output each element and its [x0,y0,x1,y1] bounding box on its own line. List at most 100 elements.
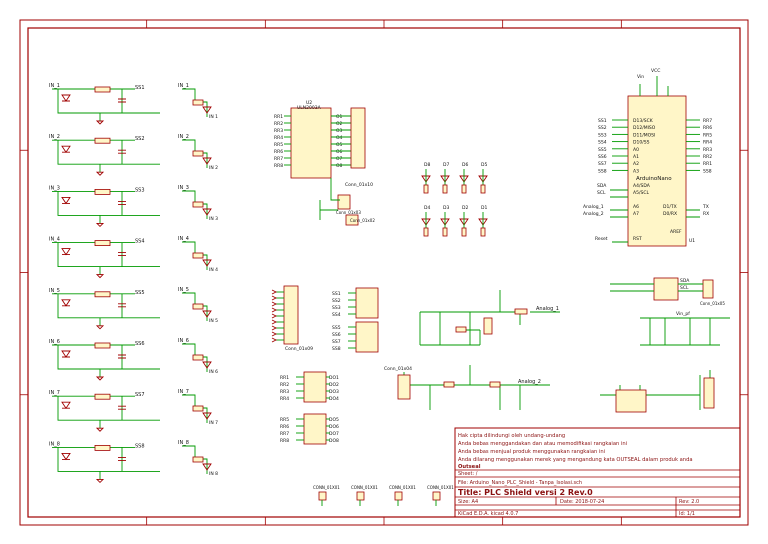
pack-left-net: RR7 [280,431,289,437]
conn-01x09-pins [271,289,284,343]
arduino-right-net: RR3 [703,147,712,153]
input-label: IN_1 [49,83,60,89]
relay-led-resistor [480,227,486,237]
sheet-label: Sheet: / [458,471,478,477]
relay-led-label: D4 [424,205,430,211]
pack-out-net: DO6 [329,424,339,430]
input-label: IN_5 [49,288,60,294]
arduino-left-net: SS7 [598,161,607,167]
led-label: IN 6 [209,369,218,375]
rev-label: Rev: 2.0 [679,499,699,505]
arduino-rst: RST [633,236,642,242]
arduino-left-net: SS8 [598,168,607,174]
relay-led: D5 [478,162,488,194]
arduino-left-func: A1 [633,154,639,160]
arduino-left-func: D11/MOSI [633,132,655,138]
diode-bridge [615,389,647,413]
input-led: IN_5IN 5 [178,287,218,324]
arduino-right-net: RR1 [703,161,712,167]
led-resistor [192,201,204,208]
arduino-scl: SCL [597,190,606,196]
led-in-label: IN_1 [178,83,189,89]
bottom-connector-body [318,491,327,501]
conn-01x03-label: Conn_01x03 [336,210,361,215]
relay-led: D1 [478,205,488,237]
ss-label: SS4 [135,239,145,245]
analog1-opamp [483,317,493,335]
uln-input-label: RR6 [274,149,283,155]
analog1-divider [455,326,467,333]
arduino-a5: A5/SCL [633,190,649,196]
led-label: IN 1 [209,114,218,120]
led-resistor [192,99,204,106]
pack-left-net: RR2 [280,382,289,388]
led-label: IN 5 [209,318,218,324]
conn-01x10-label: Conn_01x10 [345,182,373,188]
ss-label: SS7 [135,392,145,398]
arduino-right-net: RR7 [703,118,712,124]
pack-left-net: RR4 [280,396,289,402]
pack-left-net: SS3 [332,305,341,311]
note-5: Outseal [458,464,481,470]
uln-ref: U2 [306,100,312,106]
arduino-left-net: SS4 [598,140,607,146]
led-in-label: IN_8 [178,440,189,446]
arduino-d0: D0/RX [663,211,677,217]
arduino-aref: AREF [670,229,682,235]
date-label: Date: 2018-07-24 [560,499,604,505]
pack-left-net: SS1 [332,291,341,297]
input-resistor [94,137,111,144]
size-label: Size: A4 [458,499,478,505]
relay-led-resistor [442,227,448,237]
i2c-resistor-pack [653,277,679,301]
relay-led-resistor [461,227,467,237]
ss-label: SS8 [135,443,145,449]
uln2003-chip [290,107,332,179]
input-stage: IN_8 SS8 [49,441,160,484]
conn-01x09-block: Conn_01x09 [271,285,313,352]
pack-left-net: RR1 [280,375,289,381]
uln-output-label: O3 [336,128,343,134]
pack-out-net: DO8 [329,438,339,444]
led-in-label: IN_2 [178,134,189,140]
ss-label: SS6 [135,341,145,347]
led-label: IN 8 [209,471,218,477]
led-label: IN 7 [209,420,218,426]
input-resistor [94,444,111,451]
pack-out-net: DO3 [329,389,339,395]
resistor-pack-body [355,321,379,353]
relay-led-label: D5 [481,162,487,168]
uln-input-label: RR1 [274,114,283,120]
relay-led-label: D3 [443,205,449,211]
note-3: Anda bebas menjual produk menggunakan ra… [458,449,605,455]
analog-label-1: Analog_1 [536,306,559,312]
led-label: IN 4 [209,267,218,273]
pack-out-net: DO4 [329,396,339,402]
pack-left-net: SS6 [332,332,341,338]
uln-output-label: O5 [336,142,343,148]
arduino-left-func: A2 [633,161,639,167]
pack-out-net: DO5 [329,417,339,423]
pack-out-net: DO1 [329,375,339,381]
arduino-left-net: SS3 [598,132,607,138]
uln-part: ULN2003A [297,105,322,111]
relay-led: D4 [421,205,431,237]
relay-led-resistor [442,184,448,194]
arduino-vcc: VCC [651,68,660,74]
input-led: IN_6IN 6 [178,338,218,375]
file-label: File: Arduino_Nano_PLC_Shield - Tanpa_Is… [458,480,582,486]
led-label: IN 3 [209,216,218,222]
pack-left-net: RR5 [280,417,289,423]
i2c-connector [702,279,714,299]
arduino-nano-chip [627,95,687,247]
input-label: IN_8 [49,441,60,447]
relay-led: D3 [440,205,450,237]
